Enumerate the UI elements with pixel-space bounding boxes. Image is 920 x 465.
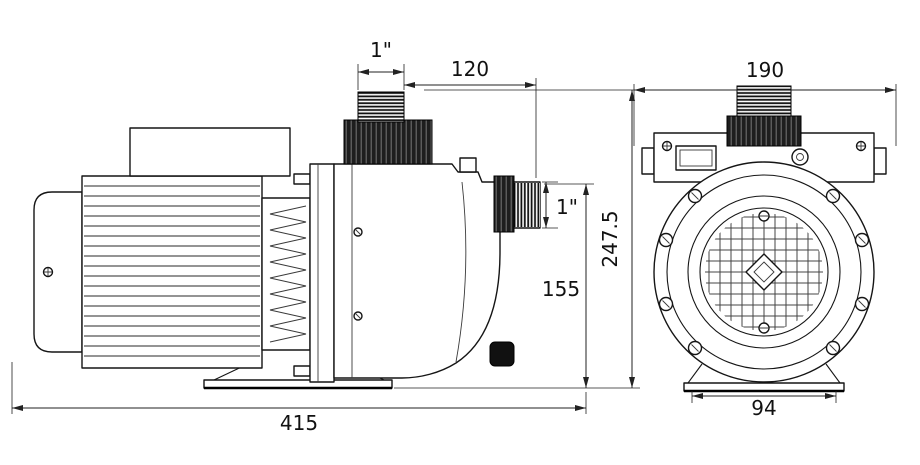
grille-screw-slots: [760, 215, 768, 329]
dim-top-port-label: 1": [370, 38, 392, 62]
cover-ring: [687, 195, 841, 349]
dimension-annotations: 1" 120 247.5 155 1" 415 190 94: [11, 38, 897, 435]
terminal-box: [129, 127, 291, 177]
side-view: [33, 91, 541, 390]
center-medallion: [745, 253, 783, 291]
end-cap-screw-slot: [44, 268, 52, 276]
rim-bolts: [658, 188, 870, 356]
motor-body: [81, 175, 263, 369]
top-union-nut: [343, 119, 433, 165]
dim-foot-spacing-label: 94: [751, 396, 776, 420]
mounting-flange: [309, 163, 335, 383]
right-ear: [873, 147, 887, 175]
switch-window: [679, 149, 713, 167]
side-port: [493, 175, 540, 233]
front-base-feet: [683, 363, 845, 393]
front-union-nut: [726, 115, 802, 147]
motor-bracket: [261, 173, 311, 377]
flange-bolt-top: [293, 173, 311, 185]
motor-cooling-fins: [84, 185, 260, 357]
top-threaded-pipe: [357, 91, 405, 123]
dim-side-port-label: 1": [556, 195, 578, 219]
pump-housing: [333, 157, 541, 379]
dim-port-offset-label: 120: [451, 57, 489, 81]
drain-plug: [489, 341, 515, 367]
top-port: [343, 91, 433, 165]
dim-overall-height-label: 247.5: [598, 210, 622, 267]
front-threaded-pipe: [736, 85, 792, 119]
cable-gland-center: [796, 153, 804, 161]
side-threaded-pipe: [514, 183, 540, 227]
grille-ring: [699, 207, 829, 337]
cable-gland: [791, 148, 809, 166]
front-view: [641, 85, 887, 393]
dim-port-height-label: 155: [542, 277, 580, 301]
left-ear: [641, 147, 655, 175]
dim-overall-width-label: 190: [746, 58, 784, 82]
pump-face: [653, 161, 875, 383]
diffuser-screw-slots: [354, 228, 362, 320]
motor-end-cap: [33, 191, 83, 353]
rim-ring: [666, 174, 862, 370]
dim-overall-length-label: 415: [280, 411, 318, 435]
priming-plug: [459, 157, 477, 173]
flange-bolt-bottom: [293, 365, 311, 377]
volute-contour: [455, 181, 467, 363]
body-screw-slots: [663, 142, 865, 150]
side-union-nut: [493, 175, 515, 233]
